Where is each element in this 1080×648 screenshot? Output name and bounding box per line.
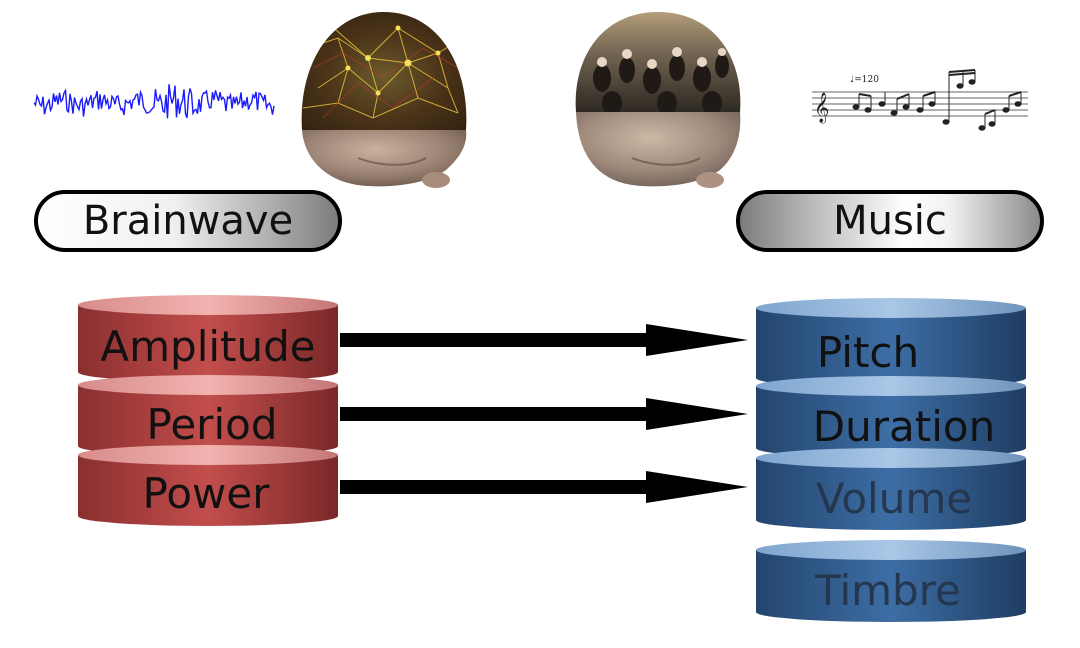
- amplitude-to-pitch-arrow: [340, 324, 748, 356]
- tempo-marking: ♩=120: [850, 75, 879, 85]
- music-label-text: Music: [833, 198, 947, 244]
- svg-text:𝄞: 𝄞: [814, 92, 829, 124]
- feature-label-period: Period: [146, 400, 278, 449]
- power-to-volume-arrow: [340, 471, 748, 503]
- pitch-cylinder: [756, 298, 1026, 388]
- music-head-icon: [575, 12, 741, 188]
- eeg-waveform-icon: [33, 84, 275, 119]
- eeg-head-icon: [301, 12, 467, 188]
- period-to-duration-arrow: [340, 398, 748, 430]
- duration-cylinder: [756, 376, 1026, 458]
- sheet-music-icon: 𝄞 ♩=120: [812, 69, 1028, 131]
- feature-label-pitch: Pitch: [816, 328, 920, 377]
- feature-label-volume: Volume: [815, 474, 973, 523]
- brainwave-label-text: Brainwave: [82, 198, 294, 244]
- brainwave-label: Brainwave: [34, 190, 342, 252]
- period-cylinder: [78, 375, 338, 456]
- feature-label-timbre: Timbre: [815, 566, 961, 615]
- timbre-cylinder: [756, 540, 1026, 622]
- power-cylinder: [78, 445, 338, 526]
- feature-label-duration: Duration: [812, 402, 996, 451]
- amplitude-cylinder: [78, 295, 338, 382]
- feature-label-amplitude: Amplitude: [100, 322, 316, 371]
- volume-cylinder: [756, 448, 1026, 530]
- feature-label-power: Power: [142, 469, 270, 518]
- music-label: Music: [736, 190, 1044, 252]
